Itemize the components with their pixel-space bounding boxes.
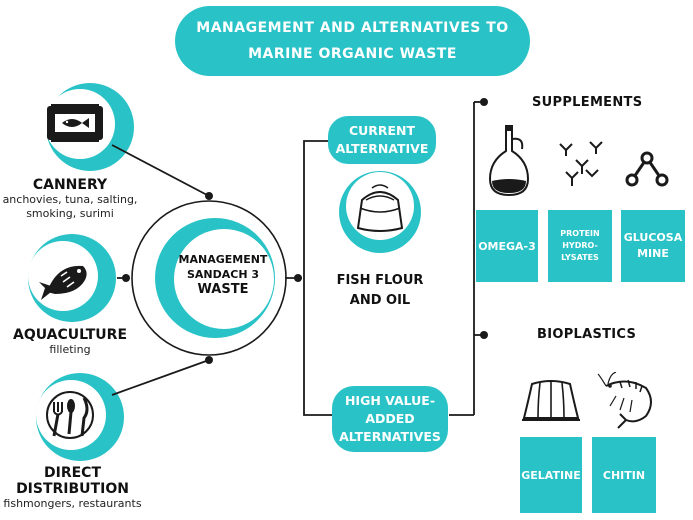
bracket-left	[303, 140, 332, 416]
aquaculture-sub: filleting	[49, 343, 91, 356]
gelatine-label: GELATINE	[521, 468, 581, 482]
protein-label-2: HYDRO-	[562, 241, 598, 250]
plate-cutlery-icon	[40, 390, 100, 440]
shrimp-icon	[596, 371, 662, 432]
chitin-box: CHITIN	[592, 437, 656, 513]
high-value-line-2: ADDED	[365, 411, 415, 426]
cannery-sub-1: anchovies, tuna, salting,	[2, 193, 138, 206]
bioplastics-title: BIOPLASTICS	[537, 327, 637, 342]
fish-icon	[37, 258, 93, 302]
source-aquaculture: AQUACULTURE filleting	[0, 327, 140, 357]
gelatine-box: GELATINE	[520, 437, 582, 513]
high-value-pill: HIGH VALUE- ADDED ALTERNATIVES	[332, 386, 448, 452]
molecule-icon	[624, 150, 670, 188]
connector-cannery	[111, 144, 210, 197]
current-line-1: CURRENT	[348, 123, 416, 138]
title-line-1: MANAGEMENT AND ALTERNATIVES TO	[196, 20, 509, 36]
flour-line-1: FISH FLOUR	[336, 273, 424, 288]
jelly-icon	[520, 378, 582, 424]
source-distribution: DIRECT DISTRIBUTION fishmongers, restaur…	[0, 465, 145, 511]
center-line-3: WASTE	[197, 282, 249, 297]
center-line-1: MANAGEMENT	[178, 253, 268, 266]
glucosamine-box: GLUCOSA MINE	[621, 210, 685, 282]
center-circle	[131, 200, 287, 356]
protein-box: PROTEIN HYDRO- LYSATES	[548, 210, 612, 282]
current-line-2: ALTERNATIVE	[335, 141, 429, 156]
fish-flour-label: FISH FLOUR AND OIL	[320, 271, 440, 311]
omega-3-label: OMEGA-3	[478, 239, 536, 253]
cannery-sub-2: smoking, surimi	[26, 207, 114, 220]
flour-line-2: AND OIL	[349, 293, 411, 308]
high-value-line-3: ALTERNATIVES	[339, 429, 441, 444]
distribution-title-2: DISTRIBUTION	[16, 481, 129, 497]
glucosamine-label-1: GLUCOSA	[623, 231, 683, 244]
protein-label-3: LYSATES	[561, 253, 599, 262]
omega-3-box: OMEGA-3	[476, 210, 538, 282]
high-value-line-1: HIGH VALUE-	[344, 393, 436, 408]
diagram-title: MANAGEMENT AND ALTERNATIVES TO MARINE OR…	[175, 6, 530, 76]
cannery-title: CANNERY	[32, 177, 108, 193]
supplements-title: SUPPLEMENTS	[532, 95, 643, 110]
oil-bottle-icon	[484, 123, 534, 199]
current-alternative-pill: CURRENT ALTERNATIVE	[328, 116, 436, 164]
connector-distribution	[111, 359, 210, 396]
antibody-icon	[556, 140, 606, 190]
glucosamine-label-2: MINE	[637, 247, 669, 260]
protein-label-1: PROTEIN	[560, 229, 600, 238]
chitin-label: CHITIN	[602, 468, 646, 482]
source-cannery: CANNERY anchovies, tuna, salting, smokin…	[0, 177, 140, 221]
distribution-title-1: DIRECT	[44, 465, 101, 481]
flour-sack-icon	[352, 182, 408, 234]
title-line-2: MARINE ORGANIC WASTE	[248, 46, 457, 62]
distribution-sub: fishmongers, restaurants	[3, 497, 142, 510]
can-icon	[45, 102, 105, 144]
center-label: MANAGEMENT SANDACH 3 WASTE	[168, 252, 278, 297]
center-line-2: SANDACH 3	[186, 268, 260, 281]
aquaculture-title: AQUACULTURE	[12, 327, 128, 343]
